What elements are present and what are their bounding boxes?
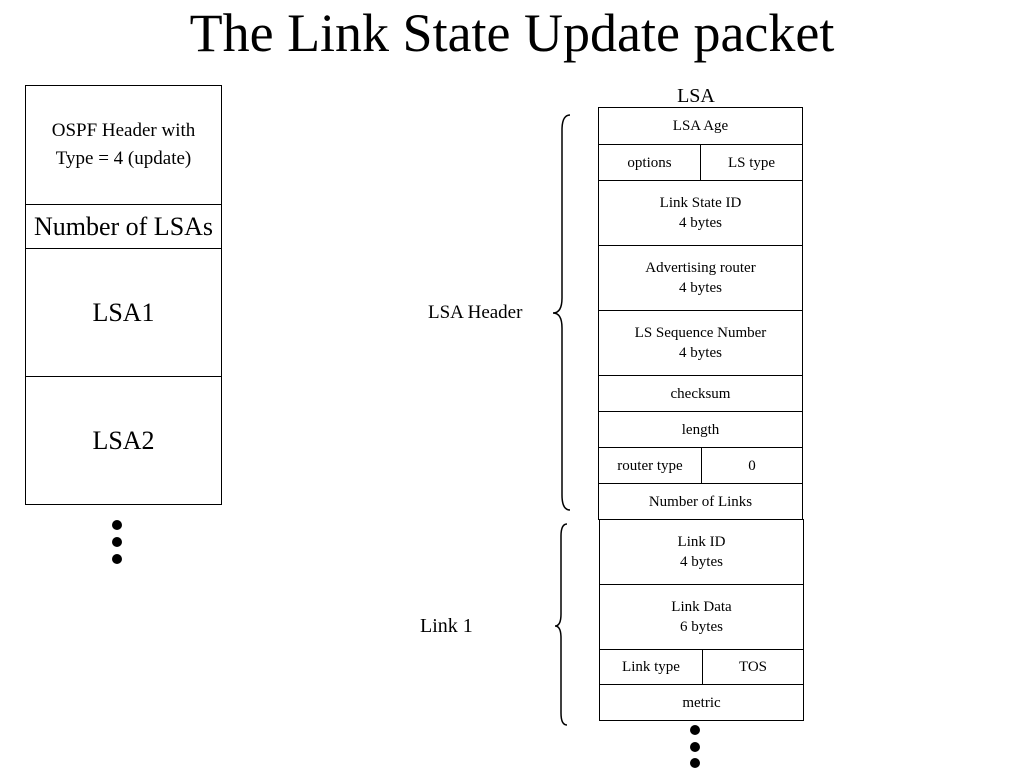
- link-id-field: Link ID 4 bytes: [599, 519, 804, 585]
- advertising-router-label: Advertising router 4 bytes: [645, 260, 756, 296]
- lsa-caption: LSA: [677, 85, 715, 107]
- link-data-field: Link Data 6 bytes: [599, 584, 804, 650]
- link1-brace: [554, 523, 568, 726]
- link1-label: Link 1: [420, 615, 473, 637]
- number-of-lsas-label: Number of LSAs: [33, 211, 214, 241]
- lsa-header-brace: [552, 114, 571, 511]
- number-of-links-label: Number of Links: [648, 493, 753, 510]
- options-label: options: [627, 154, 672, 171]
- link-id-label: Link ID 4 bytes: [677, 534, 726, 570]
- link-data-label: Link Data 6 bytes: [671, 599, 732, 635]
- lsa2-field: LSA2: [25, 376, 222, 505]
- zero-label: 0: [748, 457, 756, 474]
- router-type-label: router type: [617, 457, 683, 474]
- ls-type-label: LS type: [727, 154, 776, 171]
- link-state-id-field: Link State ID 4 bytes: [598, 180, 803, 246]
- lsa-age-field: LSA Age: [598, 107, 803, 145]
- ellipsis-dot: [690, 725, 700, 735]
- link-type-label: Link type: [622, 659, 680, 675]
- ospf-header-label: OSPF Header with Type = 4 (update): [51, 120, 196, 169]
- ospf-header-field: OSPF Header with Type = 4 (update): [25, 85, 222, 205]
- number-of-lsas-field: Number of LSAs: [25, 204, 222, 249]
- ls-sequence-number-label: LS Sequence Number 4 bytes: [634, 325, 767, 361]
- ls-sequence-number-field: LS Sequence Number 4 bytes: [598, 310, 803, 376]
- lsa1-field: LSA1: [25, 248, 222, 377]
- ellipsis-dot: [690, 758, 700, 768]
- tos-field: TOS: [702, 649, 804, 685]
- length-field: length: [598, 411, 803, 448]
- link-state-id-label: Link State ID 4 bytes: [659, 195, 742, 231]
- advertising-router-field: Advertising router 4 bytes: [598, 245, 803, 311]
- number-of-links-field: Number of Links: [598, 483, 803, 520]
- metric-label: metric: [682, 694, 721, 711]
- tos-label: TOS: [738, 659, 768, 675]
- lsa1-label: LSA1: [92, 297, 155, 327]
- ellipsis-dot: [690, 742, 700, 752]
- lsa-age-label: LSA Age: [672, 118, 729, 134]
- brace-graphics: [552, 114, 571, 726]
- ellipsis-dot: [112, 520, 122, 530]
- ellipsis-dot: [112, 537, 122, 547]
- link-type-field: Link type: [599, 649, 703, 685]
- lsa-header-label: LSA Header: [428, 302, 523, 323]
- page-title: The Link State Update packet: [189, 3, 835, 63]
- metric-field: metric: [599, 684, 804, 721]
- lsa2-label: LSA2: [92, 425, 155, 455]
- checksum-label: checksum: [670, 385, 731, 402]
- ellipsis-dot: [112, 554, 122, 564]
- length-label: length: [681, 421, 720, 438]
- checksum-field: checksum: [598, 375, 803, 412]
- router-type-field: router type: [598, 447, 702, 484]
- zero-field: 0: [701, 447, 803, 484]
- options-field: options: [598, 144, 701, 181]
- ls-type-field: LS type: [700, 144, 803, 181]
